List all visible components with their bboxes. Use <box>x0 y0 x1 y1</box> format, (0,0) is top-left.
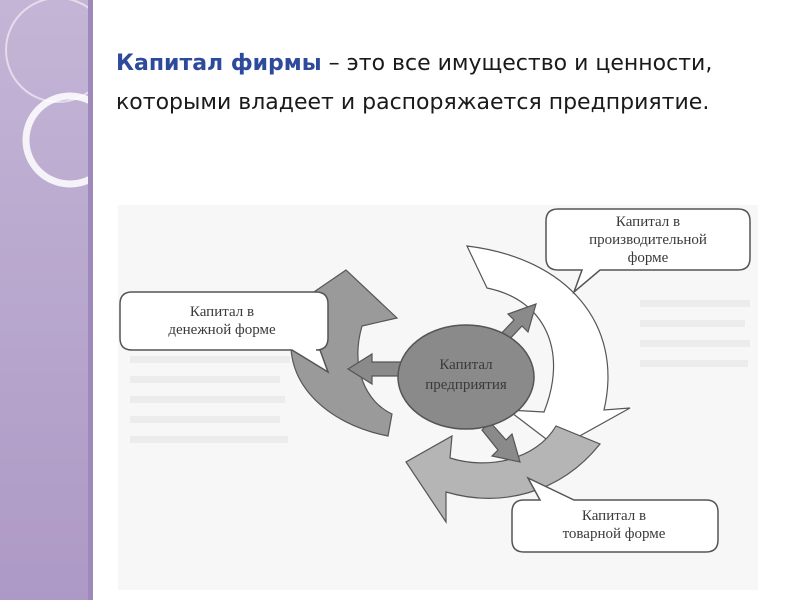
callout-goods-line2: товарной форме <box>563 526 666 542</box>
callout-goods <box>511 476 719 553</box>
callout-production <box>545 208 751 295</box>
definition-text: Капитал фирмы – это все имущество и ценн… <box>116 44 756 122</box>
callout-money-line1: Капитал в <box>190 304 254 320</box>
callout-money <box>119 291 330 374</box>
straight-arrow-to-money <box>346 352 403 386</box>
straight-arrow-to-goods <box>481 421 521 463</box>
center-node <box>397 324 535 430</box>
definition-body: – это все имущество и ценности, которыми… <box>116 51 713 115</box>
decorative-circles <box>5 0 88 188</box>
callout-production-line3: форме <box>628 250 669 266</box>
callout-money-line2: денежной форме <box>168 322 276 338</box>
definition-term: Капитал фирмы <box>116 51 322 76</box>
curved-arrow-goods <box>405 425 601 524</box>
center-label-line2: предприятия <box>425 377 507 393</box>
callout-production-line2: производительной <box>589 232 707 248</box>
callout-goods-line1: Капитал в <box>582 508 646 524</box>
decorative-side-band <box>0 0 88 600</box>
callout-production-line1: Капитал в <box>616 214 680 230</box>
side-divider <box>88 0 93 600</box>
center-label-line1: Капитал <box>439 357 493 373</box>
